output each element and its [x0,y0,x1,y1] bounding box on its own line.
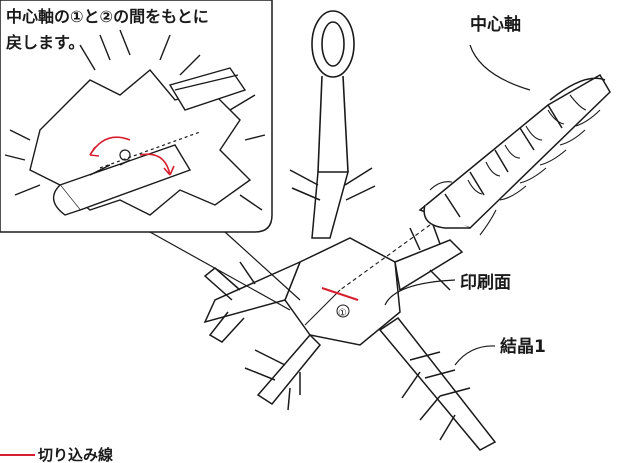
snowflake-crystal [203,167,497,451]
hanging-loop [311,10,355,173]
cut-line [321,287,359,301]
callout-shaft [52,144,192,216]
callout-folded-top [168,67,247,111]
label-center-axis: 中心軸 [470,14,521,35]
callout-text-line2: 戻します。 [5,33,84,52]
legend: 切り込み線 [0,446,113,463]
callout-text-line1: 中心軸の①と②の間をもとに [6,7,209,26]
legend-cut-line-label: 切り込み線 [38,446,113,463]
leader-lines [384,44,531,366]
label-print-side: 印刷面 [460,273,511,293]
callout-center-marker [99,131,201,169]
label-crystal: 結晶1 [500,336,546,357]
center-axis-piece [418,73,611,229]
marker-1 [336,304,350,318]
fold-arrows [429,94,601,236]
marker-1-label: ① [338,308,347,319]
center-guide [304,289,341,326]
insertion-guide [339,224,431,291]
rotation-arrows [89,136,175,176]
